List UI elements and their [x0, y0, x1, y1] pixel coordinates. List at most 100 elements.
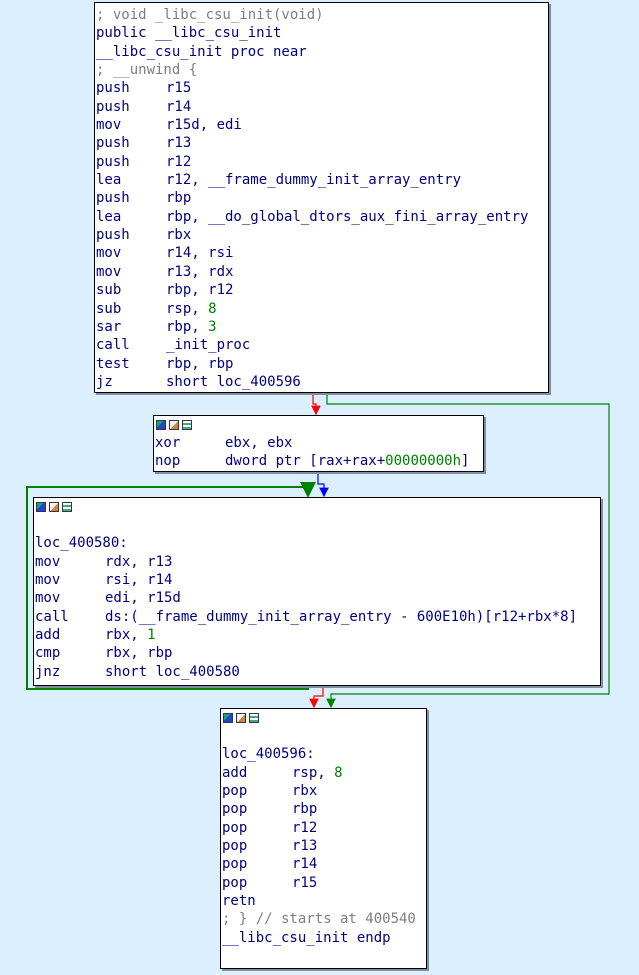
instruction-line[interactable]: mov edi, r15d: [35, 589, 600, 607]
mnemonic: retn: [222, 893, 256, 910]
operands: edi, r15d: [105, 590, 181, 607]
mnemonic: push: [96, 227, 130, 244]
group-icon[interactable]: [249, 713, 259, 723]
operands: rbp,: [166, 318, 209, 335]
instruction-line[interactable]: mov r15d, edi: [96, 116, 548, 134]
operands: rsp,: [292, 764, 335, 781]
instruction-line[interactable]: mov rsi, r14: [35, 571, 600, 589]
asm-line: __libc_csu_init endp: [222, 929, 426, 947]
immediate-value: 3: [208, 318, 217, 335]
mnemonic: sar: [96, 318, 122, 335]
mnemonic: call: [35, 608, 69, 625]
operands: r15d, edi: [166, 117, 242, 134]
graph-color-icon[interactable]: [156, 420, 166, 430]
instruction-line[interactable]: sar rbp, 3: [96, 318, 548, 336]
operands: dword ptr [rax+rax+: [225, 453, 386, 470]
rename-icon[interactable]: [236, 713, 246, 723]
operands: rbx: [166, 227, 192, 244]
label-line[interactable]: loc_400580:: [35, 534, 600, 552]
mnemonic: sub: [96, 300, 122, 317]
mnemonic: pop: [222, 856, 248, 873]
mnemonic: mov: [35, 590, 61, 607]
operands: r12: [292, 819, 318, 836]
instruction-line[interactable]: retn: [222, 892, 426, 910]
label-line[interactable]: loc_400596:: [222, 745, 426, 763]
mnemonic: jz: [96, 373, 113, 390]
mnemonic: mov: [35, 572, 61, 589]
comment: ; } // starts at 400540: [222, 911, 416, 928]
comment: ; void _libc_csu_init(void): [96, 7, 324, 23]
instruction-line[interactable]: pop r14: [222, 855, 426, 873]
immediate-value: 8: [208, 300, 217, 317]
operands: _init_proc: [166, 337, 251, 354]
operands: rbp: [166, 190, 192, 207]
edge-false-block3-block4[interactable]: [309, 686, 324, 709]
mnemonic: push: [96, 135, 130, 152]
mnemonic: pop: [222, 838, 248, 855]
mnemonic: mov: [96, 117, 122, 134]
mnemonic: jnz: [35, 663, 61, 680]
mnemonic: sub: [96, 282, 122, 299]
mnemonic: mov: [96, 245, 122, 262]
basic-block-entry[interactable]: ; void _libc_csu_init(void)public __libc…: [94, 2, 549, 393]
block-lines: ; void _libc_csu_init(void)public __libc…: [96, 6, 548, 391]
mnemonic: pop: [222, 819, 248, 836]
edge-false-block1-block2[interactable]: [311, 393, 321, 416]
graph-color-icon[interactable]: [36, 502, 46, 512]
rename-icon[interactable]: [169, 420, 179, 430]
mnemonic: pop: [222, 783, 248, 800]
operands: r14: [292, 856, 318, 873]
block-titlebar: [222, 709, 426, 727]
edge-true-block1-block4[interactable]: [326, 393, 610, 709]
location-label: loc_400596:: [222, 746, 315, 763]
graph-color-icon[interactable]: [223, 713, 233, 723]
mnemonic: lea: [96, 208, 122, 225]
operands: rsi, r14: [105, 572, 173, 589]
edge-uncond-block2-block3[interactable]: [317, 472, 329, 498]
blank-line: [35, 516, 600, 534]
rename-icon[interactable]: [49, 502, 59, 512]
mnemonic: call: [96, 337, 130, 354]
mnemonic: mov: [35, 553, 61, 570]
instruction-line[interactable]: call _init_proc: [96, 336, 548, 354]
operands: r12, __frame_dummy_init_array_entry: [166, 172, 462, 189]
proc-header: __libc_csu_init endp: [222, 929, 391, 946]
instruction-line[interactable]: push rbx: [96, 226, 548, 244]
mnemonic: cmp: [35, 645, 61, 662]
mnemonic: pop: [222, 874, 248, 891]
edge-loop-block3[interactable]: [26, 482, 316, 690]
group-icon[interactable]: [182, 420, 192, 430]
group-icon[interactable]: [62, 502, 72, 512]
location-label: loc_400580:: [35, 535, 128, 552]
instruction-line[interactable]: pop r12: [222, 819, 426, 837]
block-titlebar: [35, 498, 600, 516]
